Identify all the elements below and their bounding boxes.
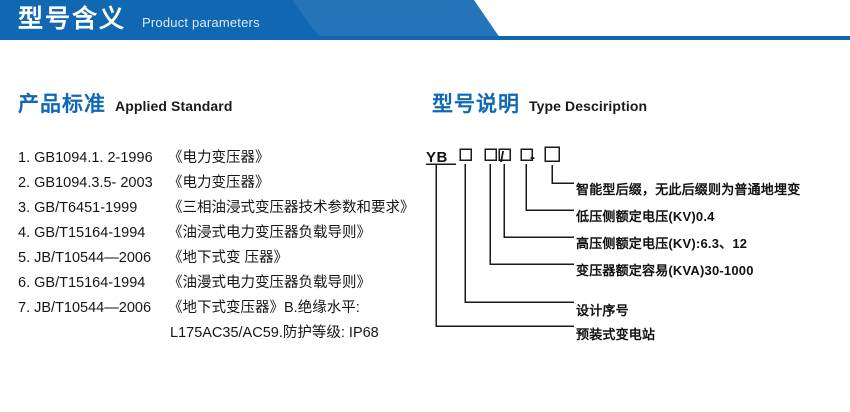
standard-desc: 《油漫式电力变压器负载导则》 [168, 275, 371, 291]
standard-code: 5. JB/T10544—2006 [18, 250, 152, 266]
list-item: 6. GB/T15164-1994 《油漫式电力变压器负载导则》 [18, 271, 438, 296]
standard-continuation-line: L175AC35/AC59.防护等级: IP68 [170, 325, 379, 341]
type-code-leader-lines [426, 146, 574, 327]
standard-desc: 《三相油浸式变压器技术参数和要求》 [168, 200, 415, 216]
type-note-smart-suffix: 智能型后缀，无此后缀则为普通地埋变 [576, 182, 801, 197]
list-item: 7. JB/T10544—2006 《地下式变压器》B.绝缘水平: [18, 296, 438, 321]
standard-desc: 《油浸式电力变压器负载导则》 [168, 225, 371, 241]
list-item: 3. GB/T6451-1999 《三相油浸式变压器技术参数和要求》 [18, 196, 438, 221]
type-code-diagram: YB / - 智能型后缀，无此后缀则为普通地埋变 低压侧额定电压(KV)0.4 … [424, 140, 850, 342]
type-note-prefab-substation: 预装式变电站 [576, 327, 656, 342]
standard-desc: 《地下式变 压器》 [168, 250, 289, 266]
list-item: 5. JB/T10544—2006 《地下式变 压器》 [18, 246, 438, 271]
header-title-cn: 型号含义 [18, 5, 127, 33]
standard-code: 3. GB/T6451-1999 [18, 200, 138, 216]
type-code-prefix: YB [426, 149, 448, 166]
header-underline-rule [0, 36, 850, 40]
standard-desc: 《地下式变压器》B.绝缘水平: [168, 300, 360, 316]
section-heading-applied-standard: 产品标准 Applied Standard [18, 88, 233, 118]
type-note-rated-capacity: 变压器额定容易(KVA)30-1000 [576, 263, 754, 278]
section-heading-en: Applied Standard [115, 98, 233, 114]
type-note-design-serial: 设计序号 [576, 303, 629, 318]
section-heading-en: Type Desciription [529, 98, 648, 114]
type-note-hv-rated-voltage: 高压侧额定电压(KV):6.3、12 [576, 236, 748, 251]
list-item: 1. GB1094.1. 2-1996 《电力变压器》 [18, 146, 438, 171]
standard-code: 2. GB1094.3.5- 2003 [18, 175, 153, 191]
type-code-slash: / [500, 149, 505, 166]
standard-code: 4. GB/T15164-1994 [18, 225, 146, 241]
list-item: 4. GB/T15164-1994 《油浸式电力变压器负载导则》 [18, 221, 438, 246]
standards-list: 1. GB1094.1. 2-1996 《电力变压器》 2. GB1094.3.… [18, 146, 438, 346]
header-title-en: Product parameters [142, 15, 260, 30]
section-heading-type-description: 型号说明 Type Desciription [432, 88, 647, 118]
section-heading-cn: 型号说明 [432, 93, 520, 116]
standard-desc: 《电力变压器》 [168, 175, 270, 191]
standard-desc: 《电力变压器》 [168, 150, 270, 166]
standard-code: 1. GB1094.1. 2-1996 [18, 150, 153, 166]
type-note-lv-rated-voltage: 低压侧额定电压(KV)0.4 [576, 209, 715, 224]
standard-code: 7. JB/T10544—2006 [18, 300, 152, 316]
section-heading-cn: 产品标准 [18, 93, 106, 116]
list-item: 2. GB1094.3.5- 2003 《电力变压器》 [18, 171, 438, 196]
standard-code: 6. GB/T15164-1994 [18, 275, 146, 291]
type-code-dash: - [530, 149, 536, 166]
page-header: 型号含义 Product parameters [0, 0, 850, 46]
header-main-shape [0, 0, 320, 38]
